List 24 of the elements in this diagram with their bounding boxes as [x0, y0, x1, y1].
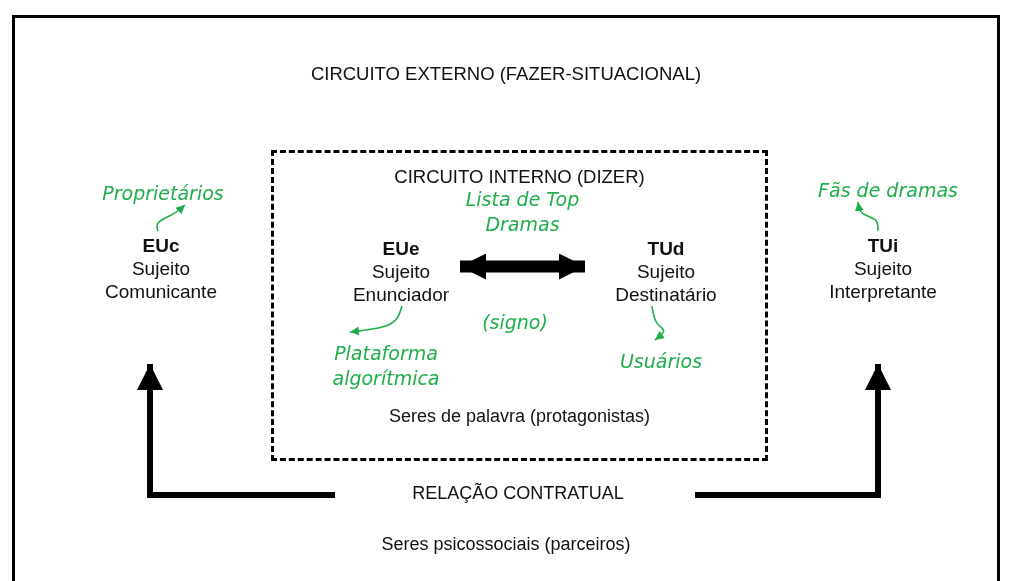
- subject-code: TUi: [866, 234, 900, 257]
- annotation-text: Plataforma algorítmica: [331, 341, 441, 391]
- relation-label: RELAÇÃO CONTRATUAL: [411, 482, 625, 505]
- thick-arrow: [695, 364, 891, 498]
- section-caption: Seres de palavra (protagonistas): [387, 405, 652, 428]
- annotation-text: (signo): [481, 310, 549, 335]
- annotation-text: Proprietários: [101, 181, 225, 206]
- thick-arrow: [460, 253, 585, 280]
- subject-name: Sujeito Comunicante: [104, 257, 218, 303]
- section-caption: Seres psicossociais (parceiros): [380, 533, 632, 556]
- annotation-text: Usuários: [618, 349, 704, 374]
- subject-code: TUd: [646, 237, 686, 260]
- annotation-text: Fãs de dramas: [817, 178, 959, 203]
- subject-code: EUe: [381, 237, 421, 260]
- curved-arrow: [854, 201, 879, 232]
- curved-arrow: [349, 305, 403, 336]
- subject-name: Sujeito Enunciador: [351, 260, 451, 306]
- thick-arrow: [137, 364, 335, 498]
- subject-name: Sujeito Interpretante: [828, 257, 938, 303]
- subject-code: EUc: [141, 234, 181, 257]
- section-heading: CIRCUITO INTERNO (DIZER): [393, 165, 646, 188]
- subject-name: Sujeito Destinatário: [614, 260, 718, 306]
- section-heading: CIRCUITO EXTERNO (FAZER-SITUACIONAL): [309, 62, 703, 85]
- curved-arrow: [651, 305, 665, 341]
